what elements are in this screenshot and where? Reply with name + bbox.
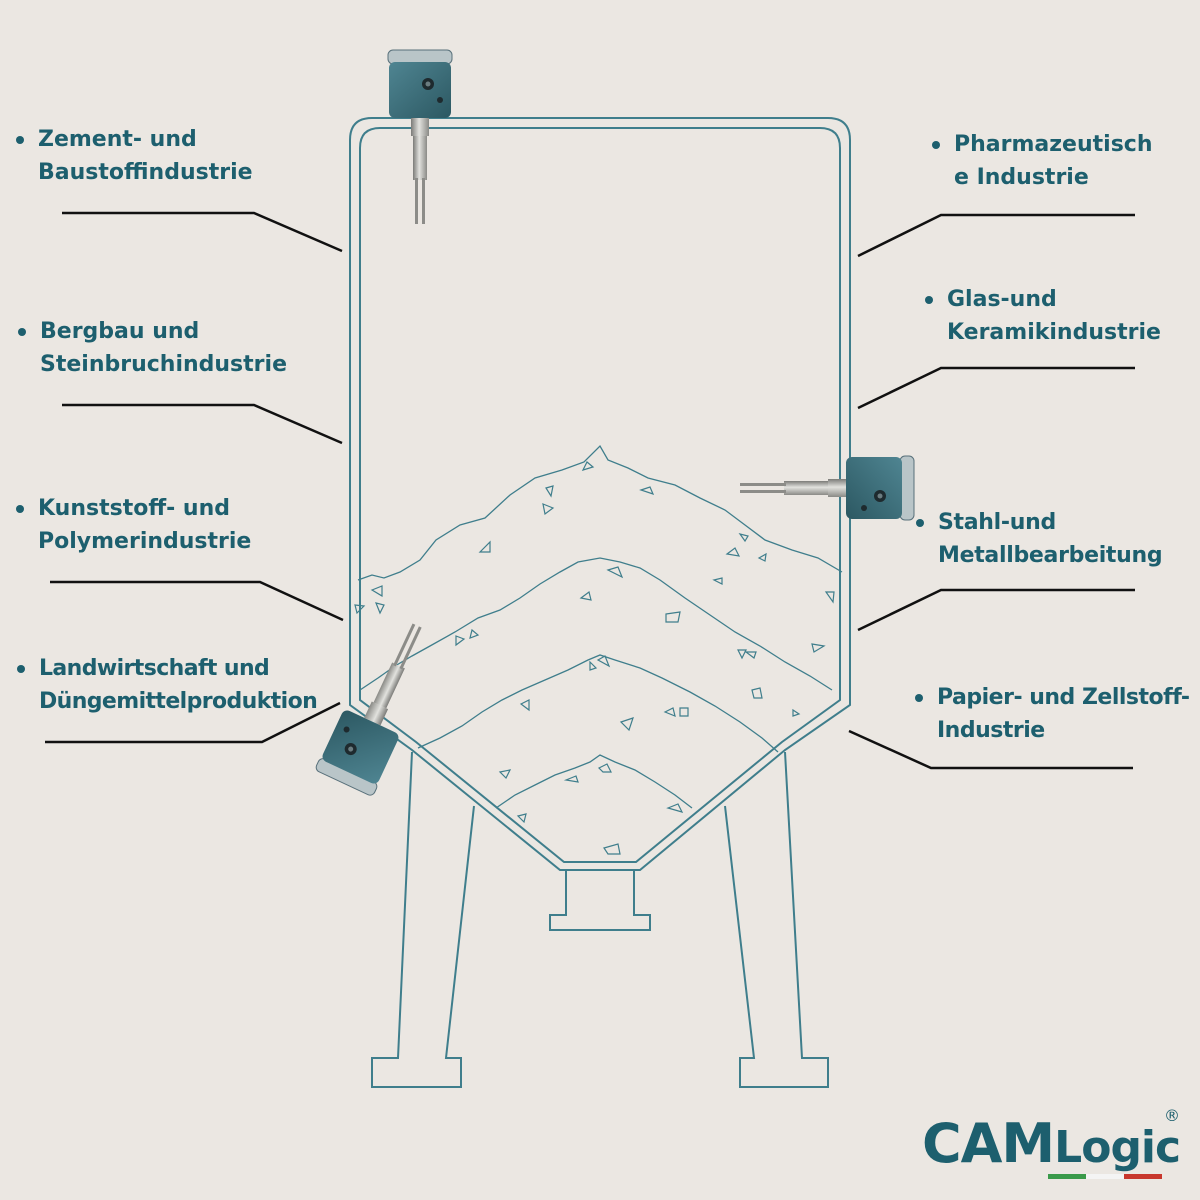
logo-cam: CAM bbox=[922, 1112, 1055, 1175]
label-stahl: Stahl-und Metallbearbeitung bbox=[916, 506, 1163, 572]
leader-line-bergbau bbox=[62, 403, 343, 445]
bullet-icon bbox=[915, 694, 923, 702]
label-bergbau: Bergbau und Steinbruchindustrie bbox=[18, 315, 287, 381]
registered-mark: ® bbox=[1164, 1106, 1180, 1125]
camlogic-logo: CAMLogic ® bbox=[922, 1106, 1181, 1179]
label-zement: Zement- und Baustoffindustrie bbox=[16, 123, 253, 189]
bullet-icon bbox=[932, 141, 940, 149]
label-kunststoff: Kunststoff- und Polymerindustrie bbox=[16, 492, 251, 558]
material-particles bbox=[354, 461, 835, 855]
bulk-material-layers bbox=[354, 444, 843, 855]
label-landwirtschaft: Landwirtschaft und Düngemittelproduktion bbox=[17, 652, 318, 718]
label-glas: Glas-und Keramikindustrie bbox=[925, 283, 1161, 349]
leader-line-glas bbox=[857, 366, 1135, 410]
level-sensor-icon bbox=[387, 49, 453, 225]
bullet-icon bbox=[18, 328, 26, 336]
leader-line-pharma bbox=[857, 213, 1135, 258]
bullet-icon bbox=[16, 505, 24, 513]
leader-line-stahl bbox=[857, 588, 1135, 632]
silo-outline bbox=[349, 117, 851, 1088]
bullet-icon bbox=[916, 519, 924, 527]
label-pharma: Pharmazeutisch e Industrie bbox=[932, 128, 1153, 194]
leader-line-kunststoff bbox=[50, 580, 344, 622]
papier-line-2: Industrie bbox=[937, 718, 1045, 743]
logo-logic: Logic bbox=[1054, 1122, 1181, 1173]
level-sensor-icon bbox=[739, 455, 915, 521]
papier-line-1: Papier- und Zellstoff- bbox=[937, 685, 1190, 710]
italian-flag-stripe bbox=[1048, 1164, 1162, 1179]
leader-lines bbox=[45, 211, 1135, 770]
label-papier: Papier- und Zellstoff- Industrie bbox=[915, 681, 1190, 747]
bullet-icon bbox=[16, 136, 24, 144]
leader-line-landwirtschaft bbox=[45, 701, 341, 744]
level-sensor-icon bbox=[314, 611, 447, 798]
bullet-icon bbox=[17, 665, 25, 673]
leader-line-zement bbox=[62, 211, 343, 253]
leader-line-papier bbox=[848, 729, 1133, 770]
bullet-icon bbox=[925, 296, 933, 304]
